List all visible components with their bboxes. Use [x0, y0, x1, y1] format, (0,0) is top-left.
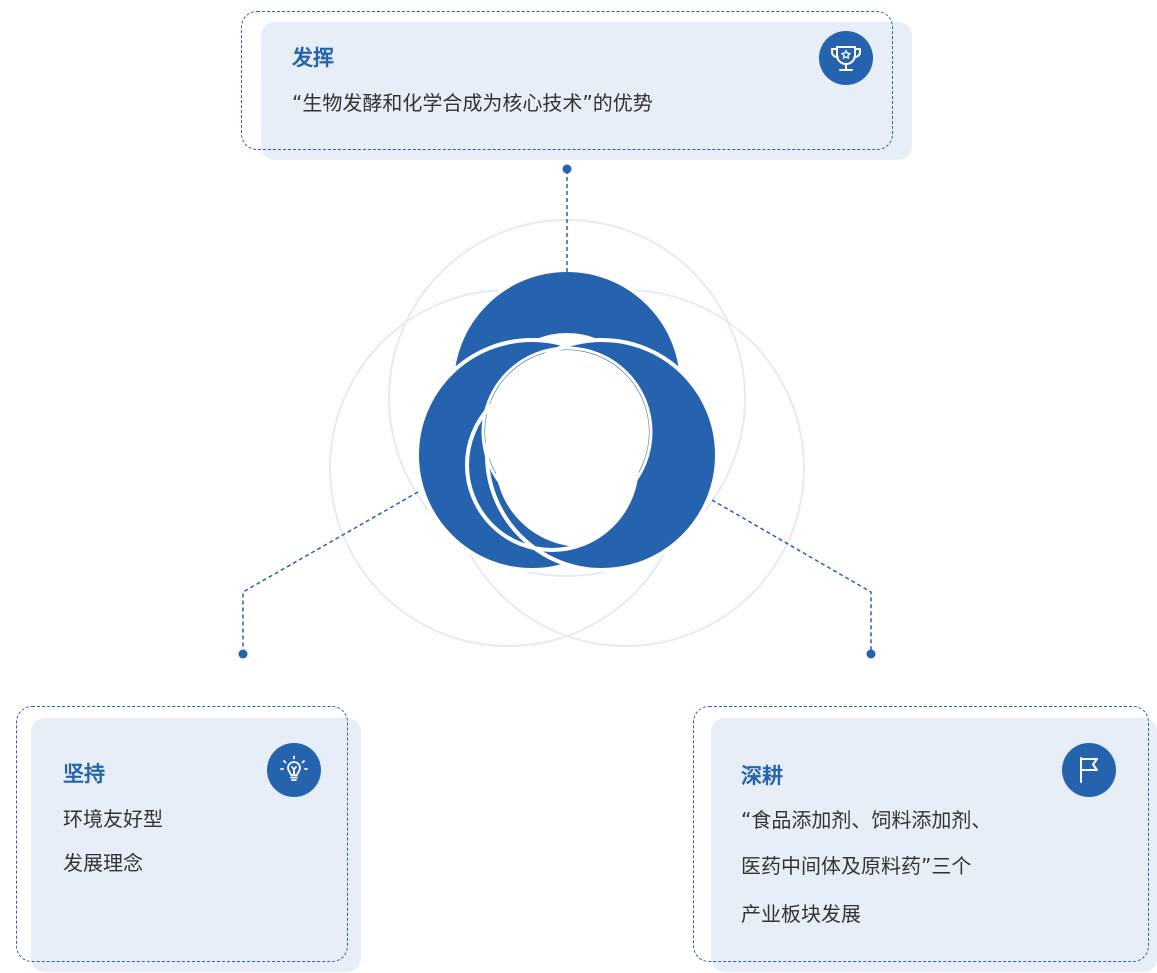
- card-right-text-line2: 医药中间体及原料药”三个: [741, 854, 972, 878]
- trophy-icon: [830, 46, 862, 71]
- connector-left: [242, 491, 419, 652]
- connector-right: [711, 499, 872, 652]
- flag-icon: [1080, 757, 1098, 783]
- logo-core: [485, 350, 649, 514]
- logo-core-edge: [481, 346, 653, 518]
- card-left-title: 坚持: [63, 762, 105, 786]
- trophy-icon-badge: [819, 31, 873, 85]
- card-top: [261, 22, 912, 160]
- card-right-text-line3: 产业板块发展: [741, 902, 861, 926]
- connectors: [242, 170, 872, 652]
- card-top-text: “生物发酵和化学合成为核心技术”的优势: [292, 91, 653, 115]
- connector-dot-left: [238, 649, 248, 659]
- connector-dot-top: [562, 164, 572, 174]
- connector-dots: [238, 164, 876, 659]
- card-right-title: 深耕: [741, 764, 783, 788]
- card-top-title: 发挥: [292, 46, 334, 70]
- flag-icon-badge: [1062, 743, 1116, 797]
- card-left-text-line1: 环境友好型: [63, 807, 163, 831]
- lightbulb-icon: [280, 755, 308, 781]
- card-left-text-line2: 发展理念: [63, 851, 143, 875]
- card-right-text-line1: “食品添加剂、饲料添加剂、: [741, 808, 992, 832]
- lightbulb-icon-badge: [267, 743, 321, 797]
- connector-dot-right: [866, 649, 876, 659]
